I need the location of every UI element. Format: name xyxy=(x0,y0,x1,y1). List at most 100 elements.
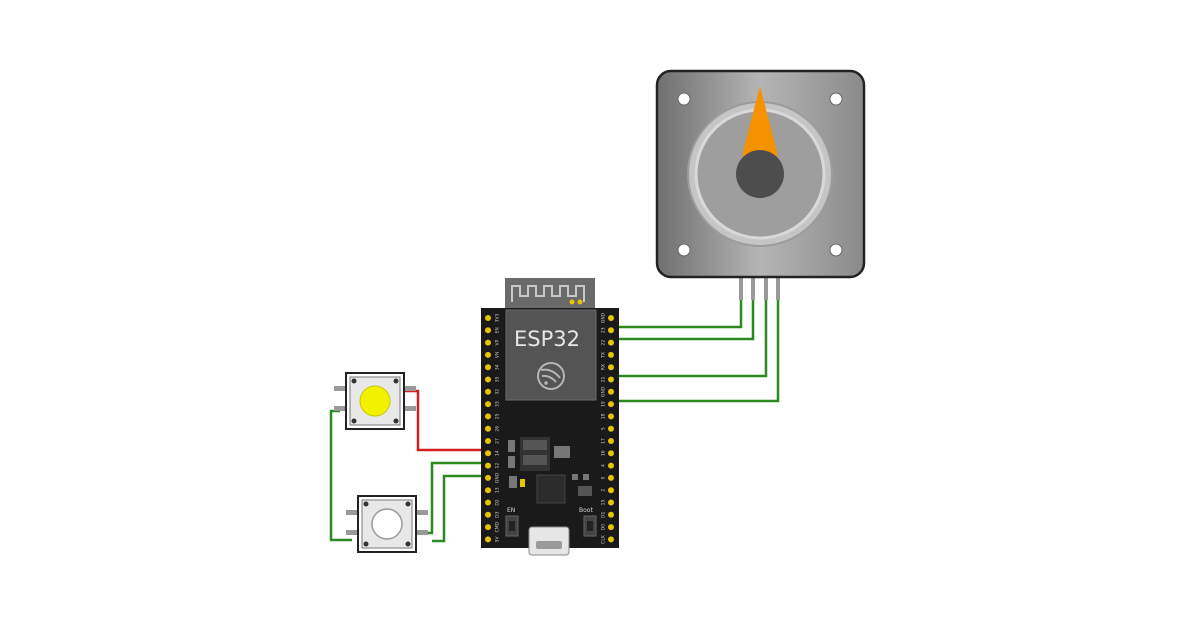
pin-label: 15 xyxy=(601,500,607,506)
pin-label: 14 xyxy=(495,450,501,456)
right-pin-header xyxy=(608,315,614,543)
pin-label: 5V xyxy=(495,536,501,543)
antenna-led xyxy=(569,299,575,305)
button-leg xyxy=(346,510,360,515)
header-pin[interactable] xyxy=(485,438,491,444)
smd-part xyxy=(520,479,525,487)
mount-hole-icon xyxy=(829,92,843,106)
header-pin[interactable] xyxy=(608,327,614,334)
header-pin[interactable] xyxy=(485,425,491,432)
header-pin[interactable] xyxy=(485,511,491,518)
header-pin[interactable] xyxy=(485,487,491,494)
header-pin[interactable] xyxy=(608,413,614,420)
header-pin[interactable] xyxy=(485,474,491,481)
esp32-board[interactable]: ESP32 3V3ENVPVN343532332526271412GND13D2… xyxy=(481,278,619,556)
button-corner xyxy=(405,501,411,507)
header-pin[interactable] xyxy=(485,499,491,506)
header-pin[interactable] xyxy=(485,376,491,383)
header-pin[interactable] xyxy=(608,351,614,358)
header-pin[interactable] xyxy=(485,450,491,457)
usb-port-slot xyxy=(536,541,562,549)
header-pin[interactable] xyxy=(608,487,614,494)
button-leg xyxy=(414,510,428,515)
header-pin[interactable] xyxy=(485,351,491,358)
pin-label: 12 xyxy=(495,463,501,469)
capacitor xyxy=(508,456,515,468)
mount-hole-icon xyxy=(677,92,691,106)
header-pin[interactable] xyxy=(485,364,491,371)
mount-hole-icon xyxy=(829,243,843,257)
pin-label: GND xyxy=(495,472,501,483)
pin-label: 21 xyxy=(601,377,607,383)
pin-label: 17 xyxy=(601,438,607,444)
button-leg xyxy=(402,386,416,391)
header-pin[interactable] xyxy=(608,438,614,444)
pin-label: CLK xyxy=(601,534,607,544)
button-corner xyxy=(393,418,399,424)
button-leg xyxy=(334,406,348,411)
header-pin[interactable] xyxy=(608,524,614,531)
wire-button-white-signal-a xyxy=(418,461,488,535)
stepper-motor[interactable] xyxy=(655,69,866,300)
pin-label: 26 xyxy=(495,426,501,432)
header-pin[interactable] xyxy=(608,425,614,432)
header-pin[interactable] xyxy=(485,401,491,408)
pin-label: 2 xyxy=(601,489,607,492)
header-pin[interactable] xyxy=(485,413,491,420)
header-pin[interactable] xyxy=(485,462,491,469)
header-pin[interactable] xyxy=(608,401,614,408)
en-button-cap xyxy=(509,521,515,531)
header-pin[interactable] xyxy=(608,388,614,395)
pin-label: 23 xyxy=(601,327,607,333)
header-pin[interactable] xyxy=(608,462,614,469)
capacitor xyxy=(508,440,515,452)
pin-label: GND xyxy=(601,312,607,323)
pin-label: VN xyxy=(495,352,501,358)
pushbutton-white[interactable] xyxy=(346,495,428,553)
pin-label: 32 xyxy=(495,389,501,395)
antenna-trace-icon xyxy=(511,285,585,302)
pin-label: D1 xyxy=(601,511,607,517)
board-name: ESP32 xyxy=(514,327,580,351)
mount-hole-icon xyxy=(677,243,691,257)
button-housing xyxy=(361,499,413,549)
header-pin[interactable] xyxy=(608,315,614,321)
header-pin[interactable] xyxy=(608,376,614,383)
button-leg xyxy=(402,406,416,411)
pin-label: 5 xyxy=(601,427,607,430)
button-corner xyxy=(393,378,399,384)
header-pin[interactable] xyxy=(608,536,614,543)
usb-uart-chip xyxy=(536,474,566,504)
header-pin[interactable] xyxy=(485,388,491,395)
pushbutton-yellow[interactable] xyxy=(334,372,416,430)
header-pin[interactable] xyxy=(485,315,491,321)
header-pin[interactable] xyxy=(485,339,491,346)
header-pin[interactable] xyxy=(608,339,614,346)
pin-label: 16 xyxy=(601,450,607,456)
wire-button-white-signal-b xyxy=(432,474,488,543)
regulator-tab xyxy=(523,455,547,465)
pin-label: 22 xyxy=(601,340,607,346)
header-pin[interactable] xyxy=(485,327,491,334)
button-cap-white[interactable] xyxy=(371,508,403,540)
header-pin[interactable] xyxy=(485,536,491,543)
motor-pin xyxy=(739,276,743,300)
header-pin[interactable] xyxy=(608,499,614,506)
pin-label: 3V3 xyxy=(495,313,501,322)
wire-motor-b-minus xyxy=(611,290,780,403)
header-pin[interactable] xyxy=(608,511,614,518)
button-corner xyxy=(351,418,357,424)
button-cap-yellow[interactable] xyxy=(359,385,391,417)
pin-label: D0 xyxy=(601,524,607,530)
header-pin[interactable] xyxy=(608,450,614,457)
button-corner xyxy=(363,501,369,507)
smd-part xyxy=(509,476,517,488)
boot-button-label: Boot xyxy=(579,507,593,514)
antenna-led xyxy=(577,299,583,305)
button-leg xyxy=(346,530,360,535)
header-pin[interactable] xyxy=(608,474,614,481)
header-pin[interactable] xyxy=(485,524,491,531)
pin-label: 27 xyxy=(495,438,501,444)
header-pin[interactable] xyxy=(608,364,614,371)
